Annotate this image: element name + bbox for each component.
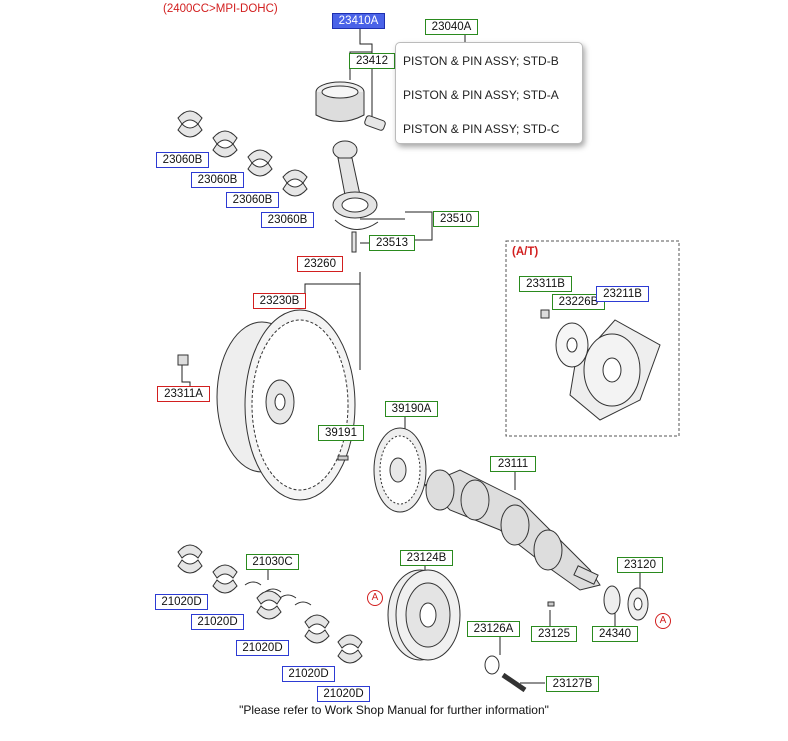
part-label-23111[interactable]: 23111 — [490, 456, 536, 472]
reference-marker-a-right: A — [655, 613, 671, 629]
part-label-23060B-3[interactable]: 23060B — [226, 192, 279, 208]
part-label-23126A[interactable]: 23126A — [467, 621, 520, 637]
part-label-23127B[interactable]: 23127B — [546, 676, 599, 692]
part-label-23410A[interactable]: 23410A — [332, 13, 385, 29]
part-label-21020D-5[interactable]: 21020D — [317, 686, 370, 702]
part-label-23311B[interactable]: 23311B — [519, 276, 572, 292]
part-label-23311A[interactable]: 23311A — [157, 386, 210, 402]
part-label-21020D-4[interactable]: 21020D — [282, 666, 335, 682]
part-label-39190A[interactable]: 39190A — [385, 401, 438, 417]
part-options-popup: PISTON & PIN ASSY; STD-B PISTON & PIN AS… — [395, 42, 583, 144]
part-label-23040A[interactable]: 23040A — [425, 19, 478, 35]
part-label-23124B[interactable]: 23124B — [400, 550, 453, 566]
popup-option-std-c[interactable]: PISTON & PIN ASSY; STD-C — [403, 122, 560, 136]
part-label-23060B-1[interactable]: 23060B — [156, 152, 209, 168]
part-label-23513[interactable]: 23513 — [369, 235, 415, 251]
part-label-23510[interactable]: 23510 — [433, 211, 479, 227]
footer-note: "Please refer to Work Shop Manual for fu… — [239, 703, 549, 717]
part-label-21020D-3[interactable]: 21020D — [236, 640, 289, 656]
inset-title: (A/T) — [512, 246, 539, 258]
part-label-23412[interactable]: 23412 — [349, 53, 395, 69]
part-label-23226B[interactable]: 23226B — [552, 294, 605, 310]
part-label-21020D-2[interactable]: 21020D — [191, 614, 244, 630]
popup-option-std-b[interactable]: PISTON & PIN ASSY; STD-B — [403, 54, 559, 68]
part-label-21030C[interactable]: 21030C — [246, 554, 299, 570]
engine-spec-label: (2400CC>MPI-DOHC) — [163, 3, 278, 15]
part-label-23125[interactable]: 23125 — [531, 626, 577, 642]
part-label-39191[interactable]: 39191 — [318, 425, 364, 441]
reference-marker-a-left: A — [367, 590, 383, 606]
part-label-23230B[interactable]: 23230B — [253, 293, 306, 309]
part-label-24340[interactable]: 24340 — [592, 626, 638, 642]
part-label-23120[interactable]: 23120 — [617, 557, 663, 573]
part-label-21020D-1[interactable]: 21020D — [155, 594, 208, 610]
part-label-23060B-4[interactable]: 23060B — [261, 212, 314, 228]
popup-option-std-a[interactable]: PISTON & PIN ASSY; STD-A — [403, 88, 559, 102]
part-label-23060B-2[interactable]: 23060B — [191, 172, 244, 188]
part-label-23211B[interactable]: 23211B — [596, 286, 649, 302]
part-label-23260[interactable]: 23260 — [297, 256, 343, 272]
